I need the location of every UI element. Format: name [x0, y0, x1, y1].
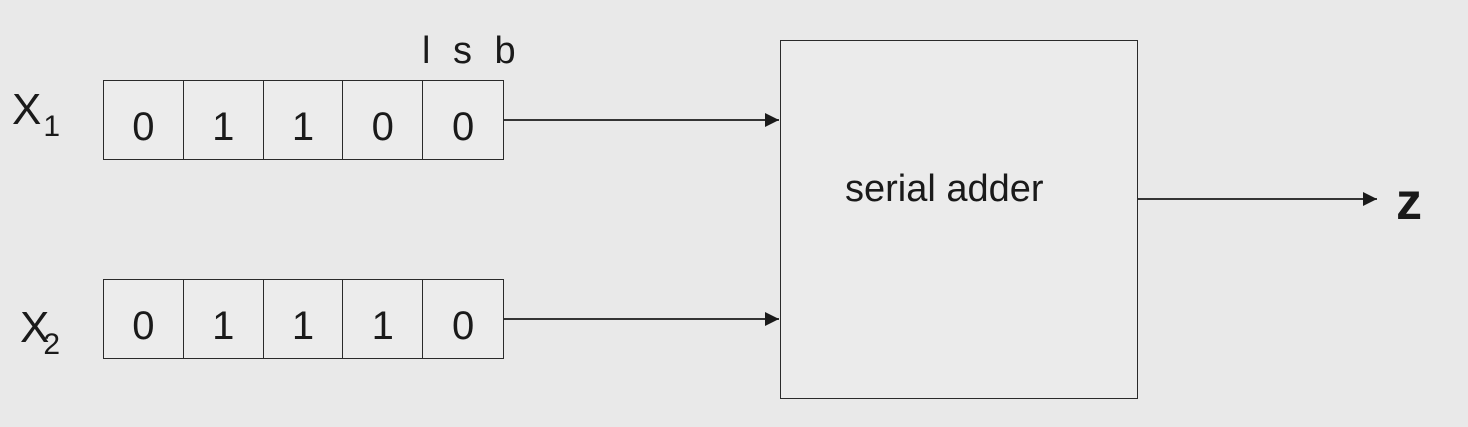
x2-bit-cell: 1: [264, 280, 344, 358]
x1-label: X1: [12, 88, 60, 142]
x1-bit-cell: 1: [264, 81, 344, 159]
x1-bit-cell: 0: [451, 104, 475, 149]
output-z-label: z: [1396, 173, 1422, 231]
serial-adder-label: serial adder: [845, 168, 1044, 210]
x1-register: 0 1 1 0 0: [103, 80, 504, 160]
serial-adder-box: [780, 40, 1138, 399]
x2-bit-cell: 0: [451, 303, 475, 348]
x1-label-name: X: [12, 85, 42, 134]
x2-bit-cell: 0: [104, 280, 184, 358]
x2-label: X2: [20, 306, 60, 360]
x1-bit-cell: 1: [184, 81, 264, 159]
x2-register: 0 1 1 1 0: [103, 279, 504, 359]
x1-bit-cell: 0: [343, 81, 424, 159]
x2-bit-cell: 1: [184, 280, 264, 358]
x1-label-subscript: 1: [43, 110, 61, 143]
lsb-label: l s b: [422, 30, 522, 72]
x1-bit-cell: 0: [104, 81, 184, 159]
x2-label-subscript: 2: [43, 328, 61, 361]
x2-bit-cell: 1: [343, 280, 424, 358]
x2-label-name: X: [20, 303, 50, 352]
